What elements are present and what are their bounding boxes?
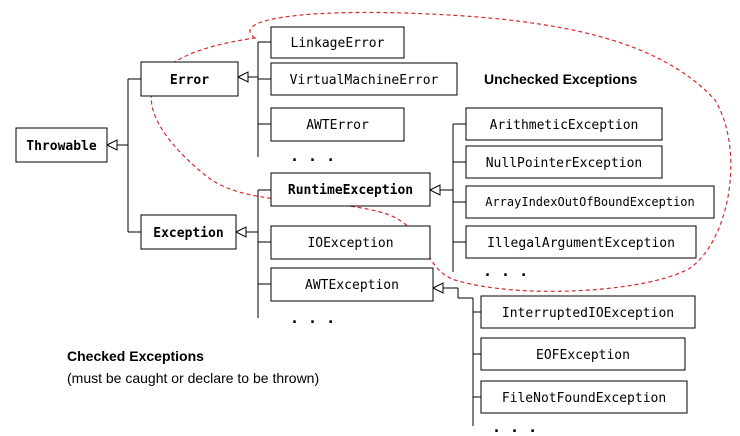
ioexception-box: [270, 225, 431, 260]
unchecked-region-outline: [150, 11, 732, 292]
filenotfoundexception-box: [480, 380, 688, 414]
unchecked-exceptions-label: Unchecked Exceptions: [484, 71, 637, 87]
awtexception-box: [270, 267, 434, 302]
checked-exceptions-note: (must be caught or declare to be thrown): [67, 370, 319, 386]
exception-more-ellipsis: . . .: [290, 309, 335, 327]
class-boxes: [15, 26, 715, 414]
linkageerror-label: LinkageError: [291, 36, 385, 51]
error-box: [140, 61, 239, 97]
virtualmachineerror-label: VirtualMachineError: [290, 73, 439, 88]
arithmeticexception-box: [465, 107, 663, 141]
runtimeexception-box: [270, 172, 431, 207]
arrayindexoutofboundexception-label: ArrayIndexOutOfBoundException: [485, 195, 695, 209]
arrowhead-throwable: [105, 139, 118, 151]
awtexception-label: AWTException: [305, 278, 399, 293]
virtualmachineerror-box: [270, 62, 458, 96]
interruptedioexception-label: InterruptedIOException: [502, 306, 674, 321]
nullpointerexception-box: [465, 145, 663, 179]
linkageerror-box: [270, 26, 405, 59]
ioexception-label: IOException: [307, 236, 393, 251]
error-more-ellipsis: . . .: [290, 147, 335, 165]
filenotfoundexception-label: FileNotFoundException: [502, 391, 666, 406]
illegalargumentexception-label: IllegalArgumentException: [487, 236, 675, 251]
interruptedioexception-box: [480, 295, 696, 329]
runtimeexception-label: RuntimeException: [288, 183, 413, 198]
arrowhead-awtexception: [431, 282, 444, 294]
nullpointerexception-label: NullPointerException: [486, 156, 643, 171]
inheritance-arrowheads: [105, 71, 444, 294]
throwable-box: [15, 127, 108, 163]
eofexception-label: EOFException: [536, 348, 630, 363]
arrowhead-error: [236, 71, 249, 83]
io-more-ellipsis: . . .: [492, 418, 537, 436]
throwable-label: Throwable: [26, 139, 97, 154]
arrayindexoutofboundexception-box: [465, 185, 715, 219]
awterror-box: [270, 107, 405, 142]
connector-lines: [117, 41, 481, 426]
exception-box: [140, 214, 237, 250]
runtime-more-ellipsis: . . .: [483, 262, 528, 280]
arrowhead-exception: [234, 226, 247, 238]
checked-exceptions-label: Checked Exceptions: [67, 348, 204, 364]
arithmeticexception-label: ArithmeticException: [490, 118, 639, 133]
error-label: Error: [170, 73, 209, 88]
illegalargumentexception-box: [465, 225, 697, 259]
arrowhead-runtime: [428, 184, 441, 196]
eofexception-box: [480, 337, 686, 371]
awterror-label: AWTError: [306, 118, 369, 133]
exception-label: Exception: [153, 226, 223, 241]
